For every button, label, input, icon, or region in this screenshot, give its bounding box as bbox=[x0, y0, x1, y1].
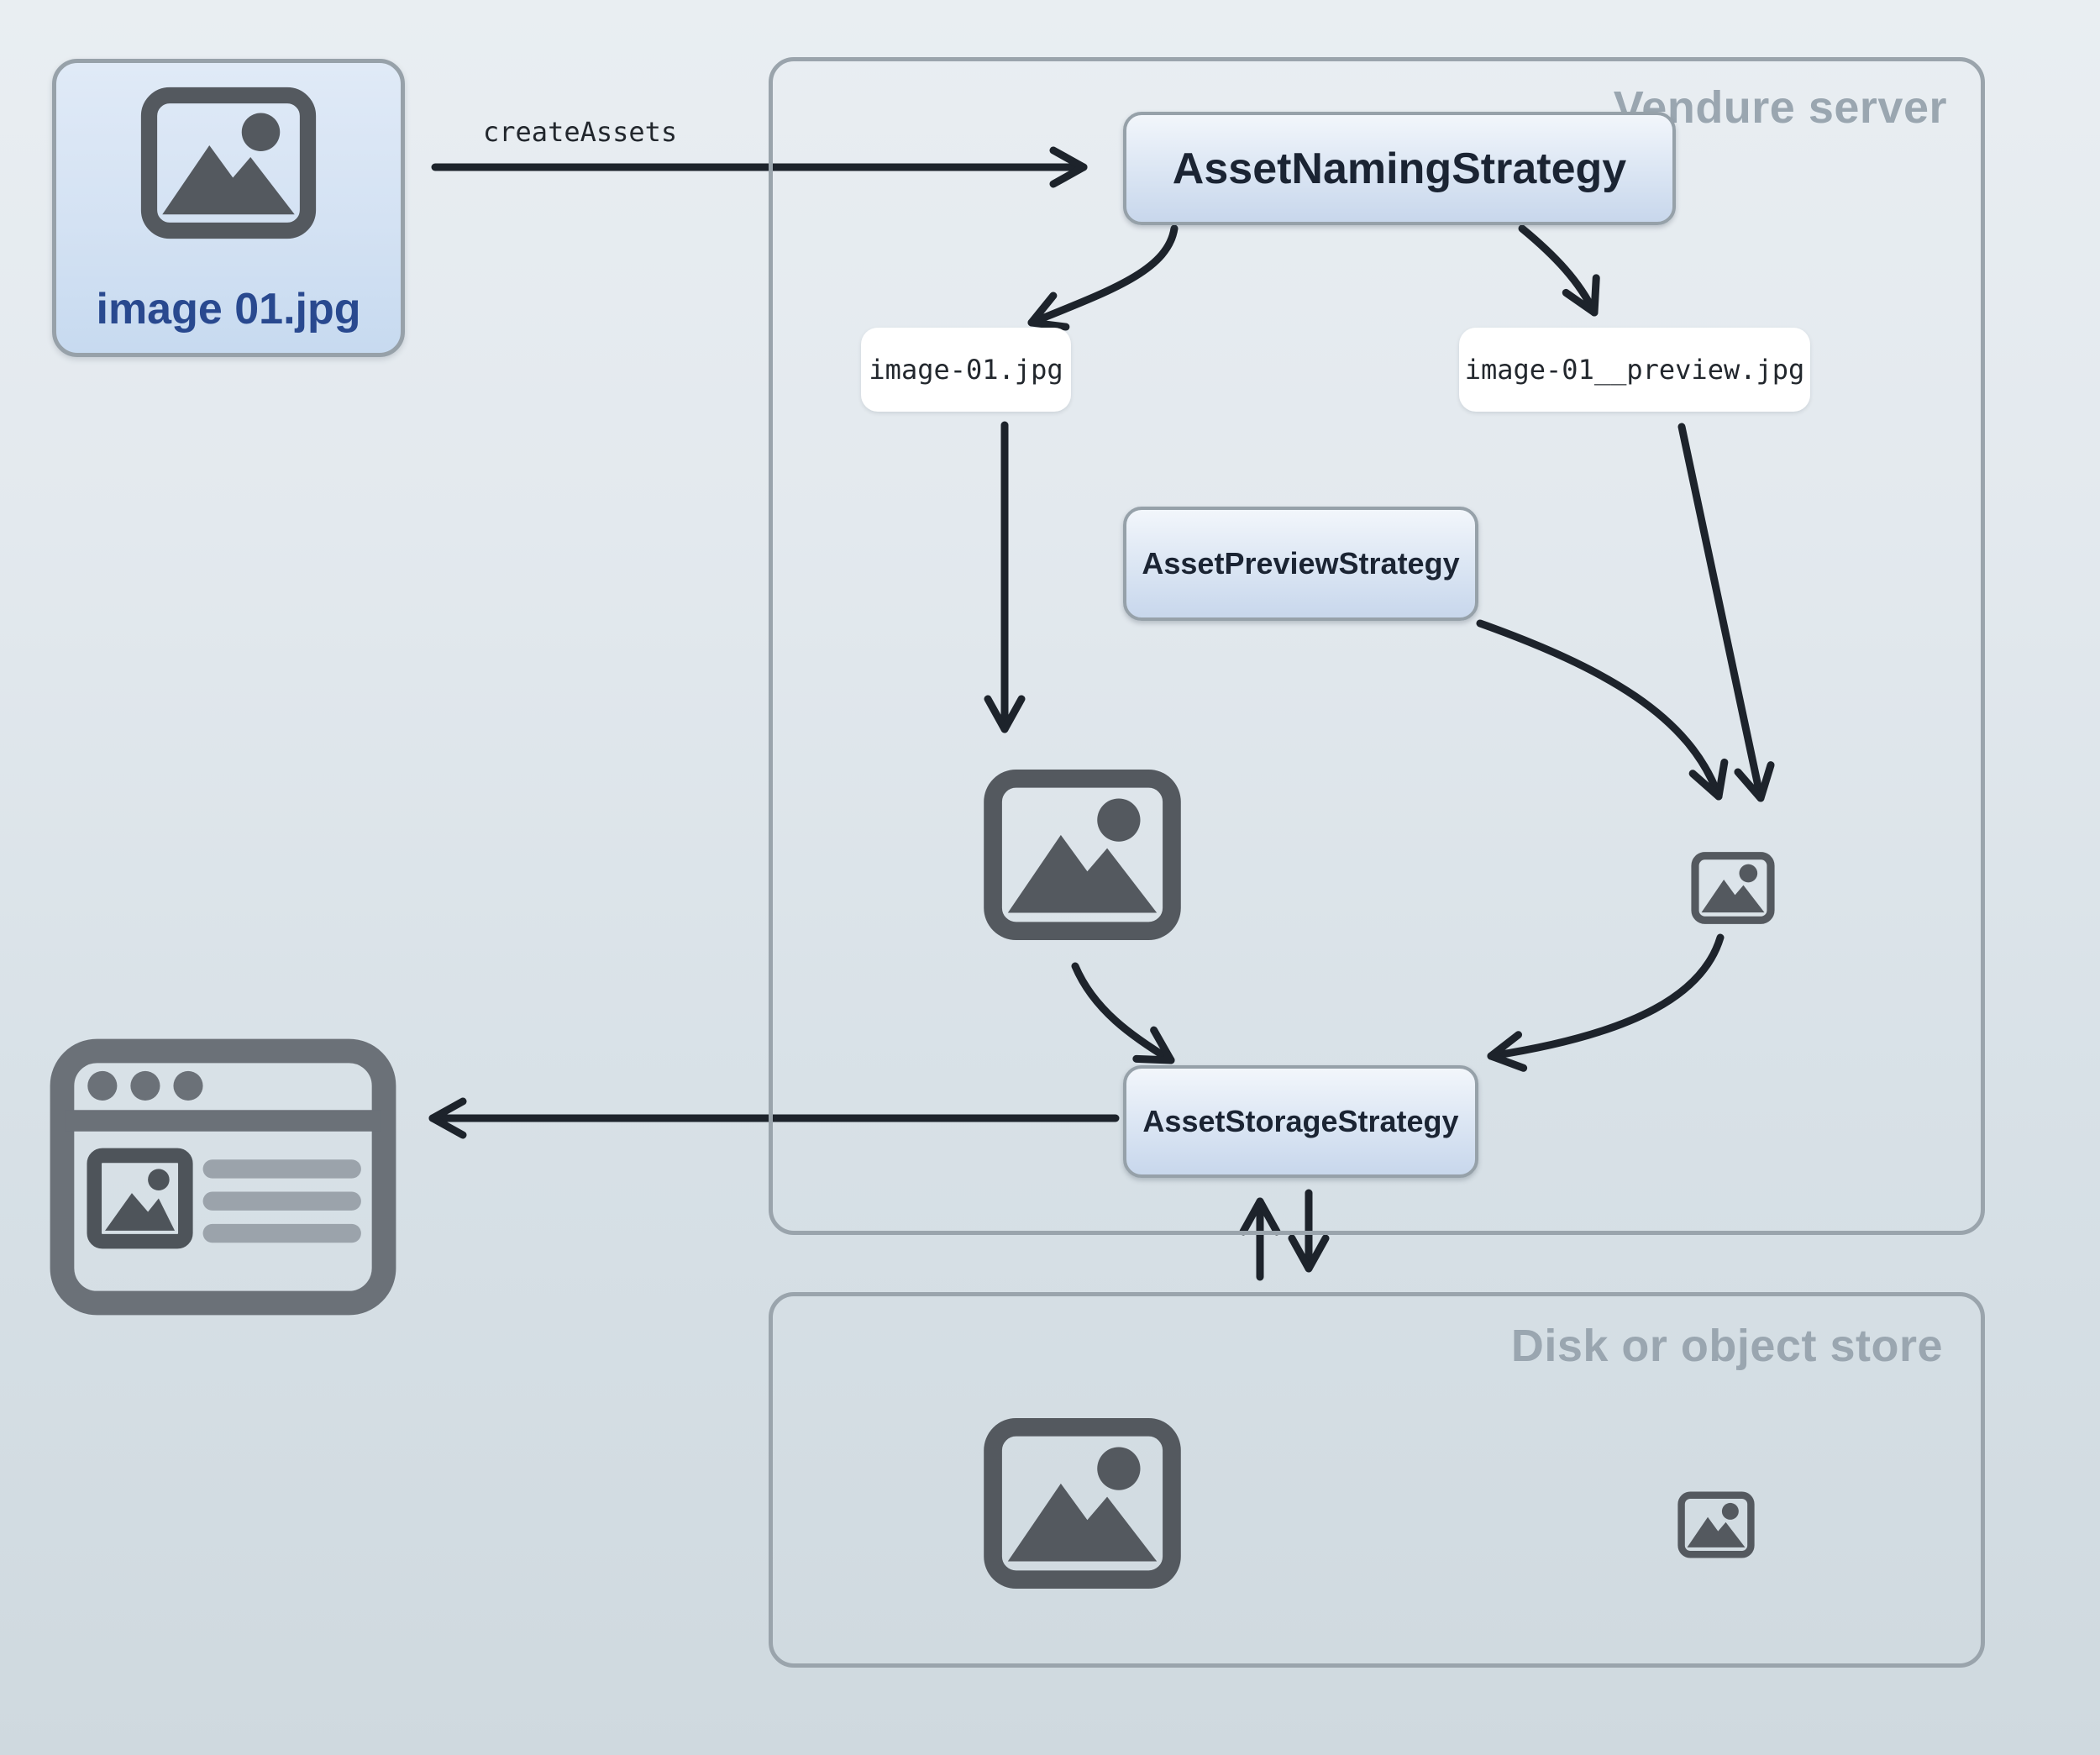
vendure-server-container: Vendure server bbox=[769, 57, 1985, 1235]
asset-preview-strategy-box: AssetPreviewStrategy bbox=[1123, 507, 1478, 621]
upload-filename-label: image 01.jpg bbox=[96, 285, 361, 334]
asset-storage-strategy-label: AssetStorageStrategy bbox=[1142, 1104, 1459, 1138]
asset-naming-strategy-label: AssetNamingStrategy bbox=[1172, 144, 1627, 193]
asset-naming-strategy-box: AssetNamingStrategy bbox=[1123, 112, 1676, 225]
create-assets-label: createAssets bbox=[483, 116, 678, 148]
source-image-icon bbox=[983, 769, 1182, 941]
original-filename-label: image-01.jpg bbox=[869, 354, 1063, 386]
original-filename-pill: image-01.jpg bbox=[861, 328, 1071, 412]
asset-preview-strategy-label: AssetPreviewStrategy bbox=[1142, 546, 1460, 581]
disk-store-container: Disk or object store bbox=[769, 1292, 1985, 1668]
browser-window-icon bbox=[49, 1038, 397, 1316]
asset-storage-strategy-box: AssetStorageStrategy bbox=[1123, 1065, 1478, 1178]
upload-file-card: image 01.jpg bbox=[52, 59, 405, 357]
image-placeholder-icon bbox=[140, 87, 317, 239]
disk-store-title: Disk or object store bbox=[1510, 1321, 1943, 1371]
preview-image-icon bbox=[1691, 851, 1775, 925]
preview-filename-label: image-01__preview.jpg bbox=[1464, 354, 1805, 386]
stored-preview-icon bbox=[1677, 1491, 1755, 1558]
preview-filename-pill: image-01__preview.jpg bbox=[1459, 328, 1810, 412]
stored-image-icon bbox=[983, 1417, 1182, 1589]
